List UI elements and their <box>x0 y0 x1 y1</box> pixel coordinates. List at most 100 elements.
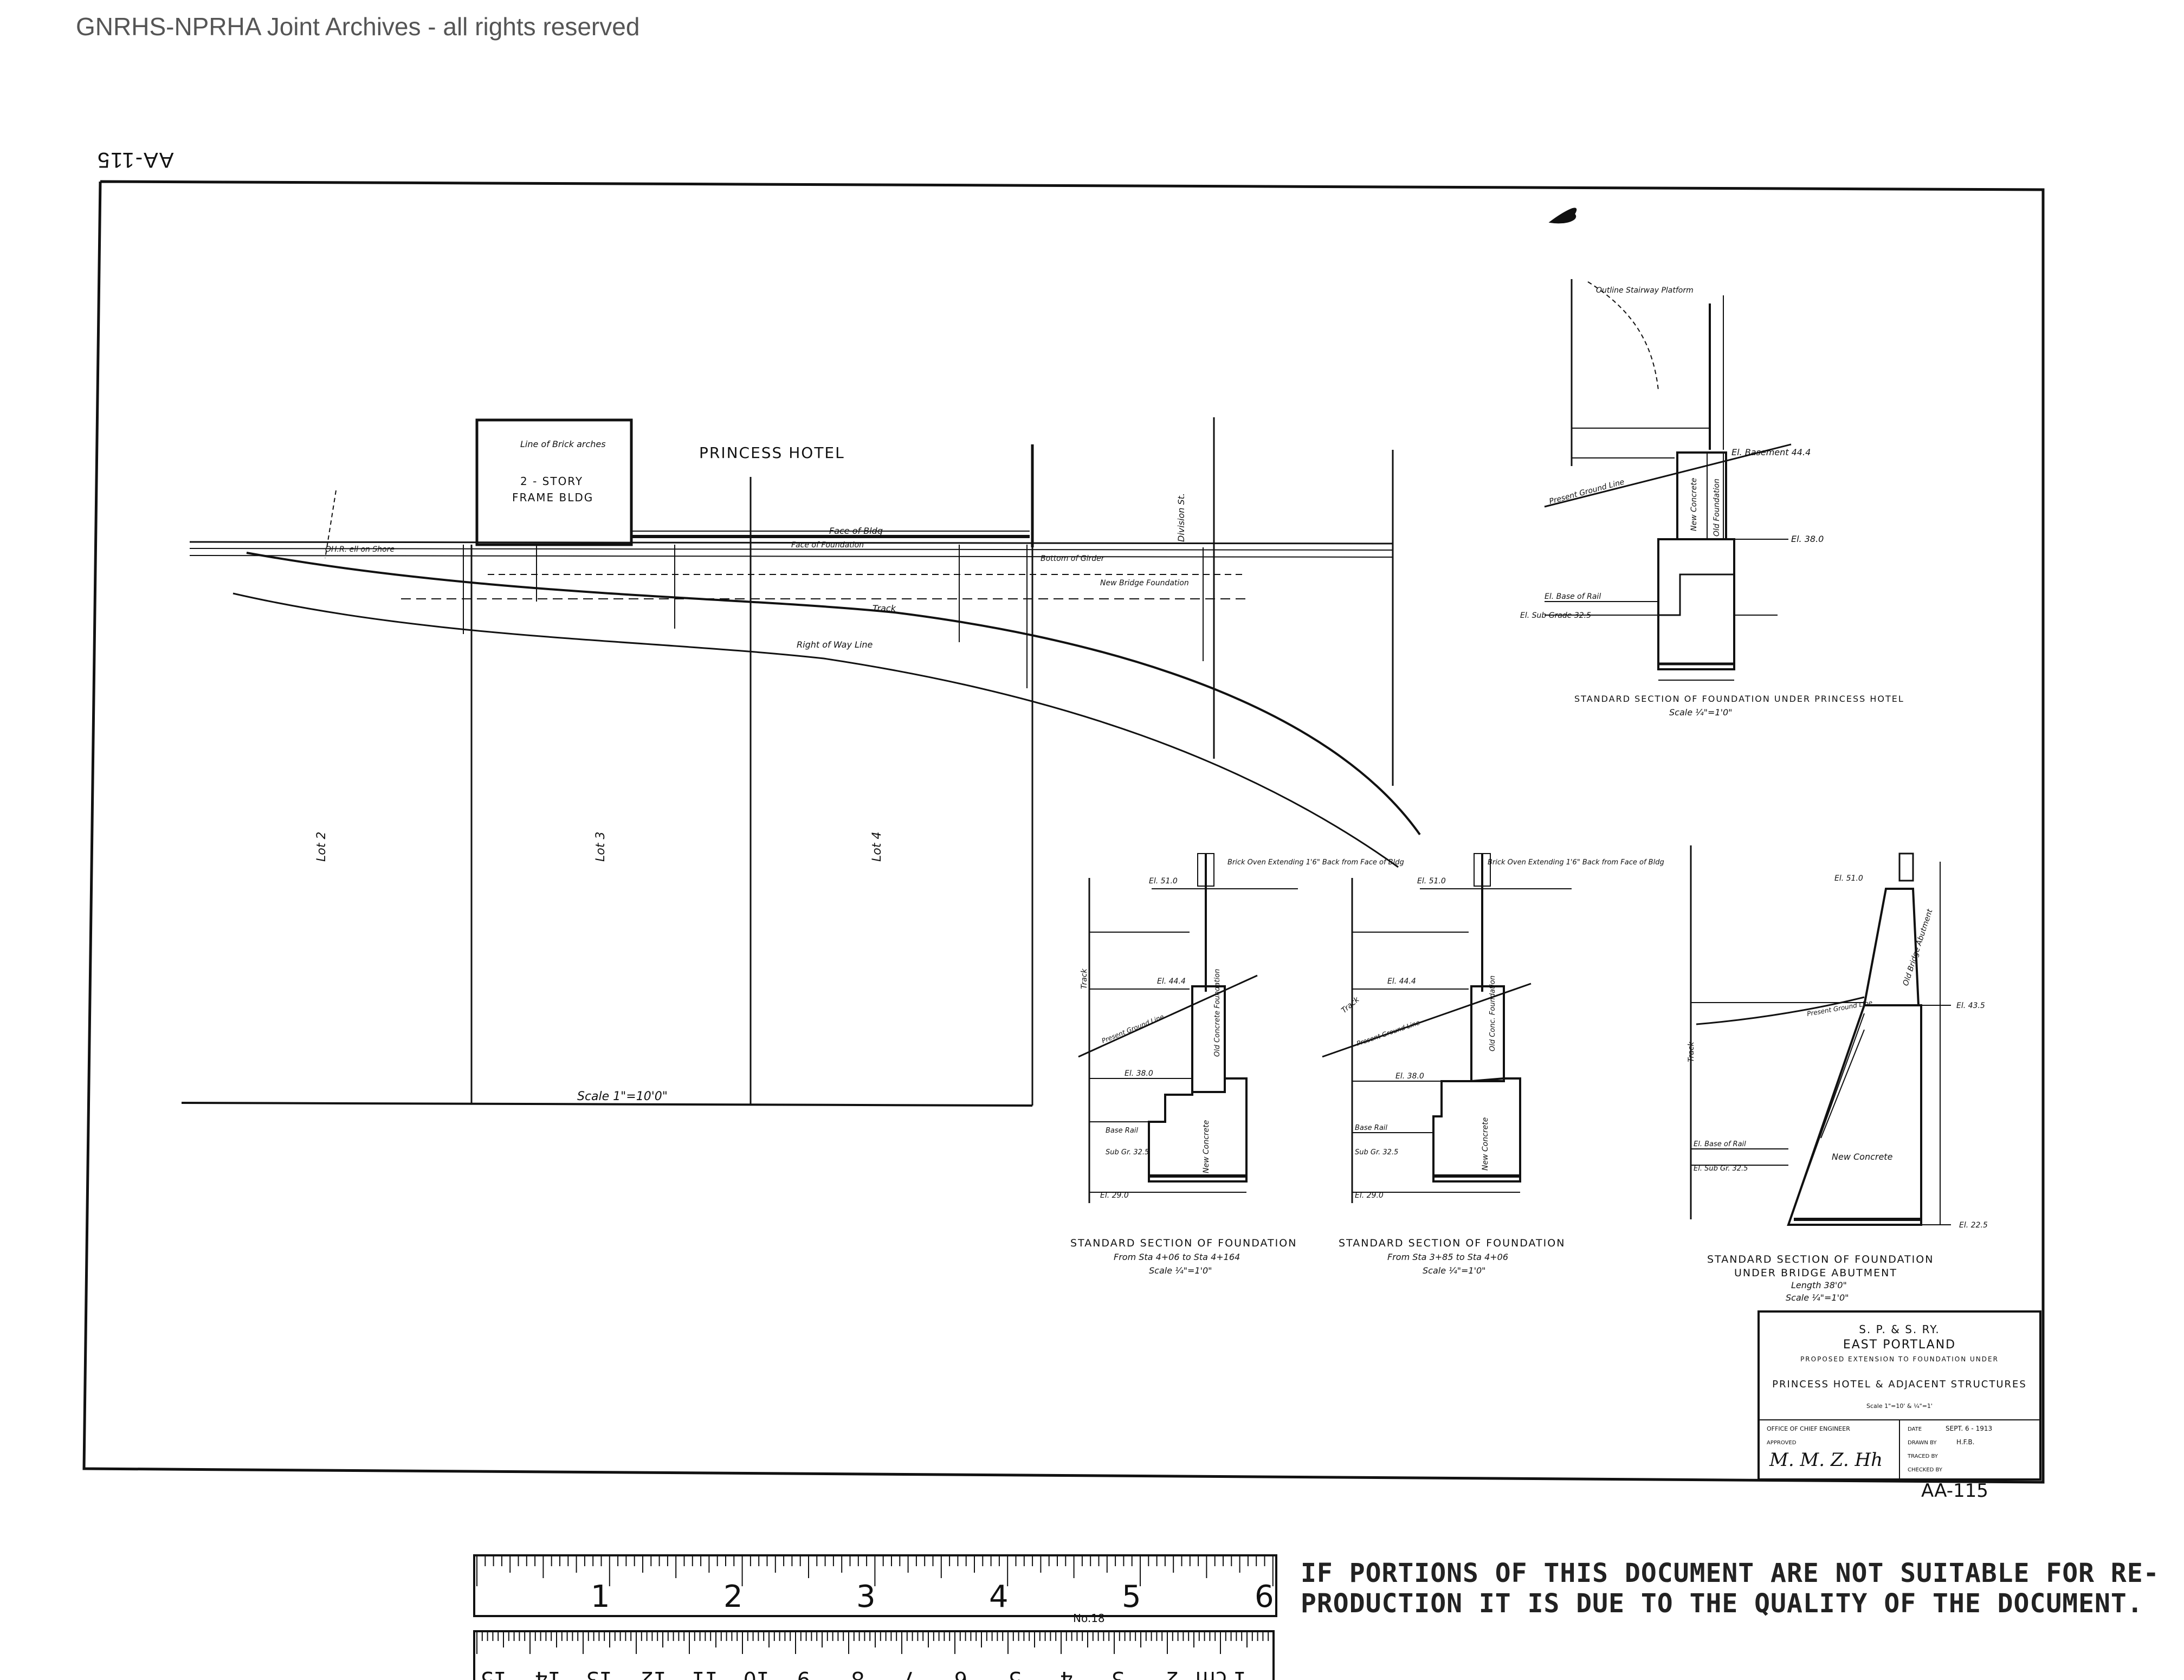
section-a-ground-line: Present Ground Line <box>1101 1013 1165 1045</box>
hotel-sub-grade-label: El. Sub Grade 32.5 <box>1520 611 1591 620</box>
title-drawn-label: DRAWN BY <box>1908 1440 1937 1446</box>
ruler-cm-12: 12 <box>641 1667 667 1680</box>
section-a-labels: Brick Oven Extending 1'6" Back from Face… <box>1070 858 1404 1276</box>
division-st-label: Division St. <box>1176 493 1186 542</box>
new-bridge-foundation-label: New Bridge Foundation <box>1100 579 1189 587</box>
section-a-el-top: El. 51.0 <box>1149 877 1178 886</box>
section-a-track: Track <box>1080 968 1089 989</box>
hotel-new-concrete-label: New Concrete <box>1690 478 1698 531</box>
section-c-sub-gr: El. Sub Gr. 32.5 <box>1694 1165 1748 1173</box>
section-hotel-labels: Outline Stairway Platform El. Basement 4… <box>1520 286 1904 718</box>
section-a-caption-2: From Sta 4+06 to Sta 4+164 <box>1114 1252 1240 1262</box>
hotel-outline-label: Outline Stairway Platform <box>1596 286 1694 295</box>
hotel-ground-line-label: Present Ground Line <box>1548 477 1625 506</box>
section-b-el-top: El. 51.0 <box>1417 877 1446 886</box>
ruler-cm-labels: 1 cm 2 3 4 5 6 7 8 9 10 11 12 13 14 15 <box>481 1667 1246 1680</box>
hotel-el-38-label: El. 38.0 <box>1791 534 1824 544</box>
stamp-line-2: PRODUCTION IT IS DUE TO THE QUALITY OF T… <box>1301 1588 2143 1619</box>
section-b-sub-gr: Sub Gr. 32.5 <box>1355 1148 1398 1156</box>
section-b-caption-1: STANDARD SECTION OF FOUNDATION <box>1339 1237 1565 1249</box>
ruler-cm-11: 11 <box>692 1667 718 1680</box>
section-b-caption-2: From Sta 3+85 to Sta 4+06 <box>1387 1252 1508 1262</box>
hotel-base-of-rail-label: El. Base of Rail <box>1545 592 1601 601</box>
ruler-cm-6: 6 <box>954 1667 967 1680</box>
title-railway: S. P. & S. RY. <box>1859 1323 1940 1336</box>
section-c-track: Track <box>1687 1042 1696 1062</box>
section-a-sub-gr: Sub Gr. 32.5 <box>1106 1148 1149 1156</box>
sheet-border <box>82 180 2045 1484</box>
track-label: Track <box>873 603 896 613</box>
section-hotel-drawing <box>1544 208 1792 681</box>
section-a-base-rail: Base Rail <box>1106 1127 1138 1135</box>
ruler-inch-1: 1 <box>591 1579 610 1614</box>
section-b-old-concrete: Old Conc. Foundation <box>1489 975 1497 1051</box>
section-c-caption-3: Length 38'0" <box>1791 1280 1847 1290</box>
section-b-el-44: El. 44.4 <box>1387 977 1416 986</box>
ruler-cm-10: 10 <box>744 1667 770 1680</box>
section-b-top-label: Brick Oven Extending 1'6" Back from Face… <box>1488 858 1664 867</box>
section-c-el-44: El. 43.5 <box>1956 1001 1985 1010</box>
hotel-basement-label: El. Basement 44.4 <box>1731 447 1811 457</box>
section-a-top-label: Brick Oven Extending 1'6" Back from Face… <box>1227 858 1404 867</box>
frame-building-label-1: 2 - STORY <box>520 475 583 488</box>
hotel-section-caption: STANDARD SECTION OF FOUNDATION UNDER PRI… <box>1574 694 1904 704</box>
measuring-ruler <box>473 1554 1277 1680</box>
ruler-cm-7: 7 <box>903 1667 916 1680</box>
section-b-labels: Brick Oven Extending 1'6" Back from Face… <box>1339 858 1664 1276</box>
plan-labels: PRINCESS HOTEL 2 - STORY FRAME BLDG Line… <box>315 439 1189 1103</box>
section-c-base-of-rail: El. Base of Rail <box>1694 1140 1746 1148</box>
face-of-foundation-label: Face of Foundation <box>791 541 864 550</box>
bottom-of-girder-label: Bottom of Girder <box>1041 554 1105 563</box>
section-b-el-38: El. 38.0 <box>1395 1072 1424 1081</box>
ruler-cm-14: 14 <box>535 1667 561 1680</box>
title-proposed: PROPOSED EXTENSION TO FOUNDATION UNDER <box>1800 1355 1999 1363</box>
ruler-cm-15: 15 <box>481 1667 507 1680</box>
line-of-brick-arches-label: Line of Brick arches <box>520 439 606 449</box>
title-approved-label: APPROVED <box>1767 1440 1797 1446</box>
sheet-number-bottom: AA-115 <box>1921 1480 1988 1502</box>
face-of-bldg-label: Face of Bldg <box>829 526 883 536</box>
ruler-cm-3: 3 <box>1112 1667 1125 1680</box>
section-b-base-rail: Base Rail <box>1355 1124 1387 1132</box>
section-a-drawing <box>1078 853 1298 1203</box>
ruler-cm-4: 4 <box>1060 1667 1073 1680</box>
section-a-el-38: El. 38.0 <box>1125 1069 1153 1078</box>
ruler-inch-labels: 1 2 3 4 5 6 No.18 <box>591 1579 1274 1625</box>
section-b-new-concrete: New Concrete <box>1481 1117 1490 1171</box>
archive-notice: GNRHS-NPRHA Joint Archives - all rights … <box>76 12 640 41</box>
ruler-cm-1: 1 cm <box>1196 1667 1246 1680</box>
title-scale: Scale 1"=10' & ¼"=1' <box>1866 1403 1933 1410</box>
ruler-inch-4: 4 <box>989 1579 1009 1614</box>
ruler-inch-6: 6 <box>1255 1579 1274 1614</box>
title-subject: PRINCESS HOTEL & ADJACENT STRUCTURES <box>1772 1379 2027 1390</box>
title-drawn-value: H.F.B. <box>1956 1438 1974 1446</box>
section-b-ground-line: Present Ground Line <box>1355 1019 1420 1048</box>
title-block <box>1757 1310 2041 1481</box>
lot-4-label: Lot 4 <box>870 832 884 862</box>
section-c-caption-1: STANDARD SECTION OF FOUNDATION <box>1707 1253 1934 1265</box>
section-b-caption-3: Scale ¼"=1'0" <box>1423 1265 1486 1276</box>
section-b-drawing <box>1322 853 1572 1203</box>
ruler-inch-5: 5 <box>1122 1579 1141 1614</box>
title-date-value: SEPT. 6 - 1913 <box>1946 1425 1992 1432</box>
lot-2-label: Lot 2 <box>315 832 328 862</box>
existing-grade-label: OH.R. ell on Shore <box>325 545 395 554</box>
section-a-new-concrete: New Concrete <box>1202 1120 1211 1173</box>
ruler-cm-5: 5 <box>1009 1667 1022 1680</box>
section-c-caption-4: Scale ¼"=1'0" <box>1786 1293 1849 1303</box>
section-a-el-44: El. 44.4 <box>1157 977 1186 986</box>
title-signature: M. M. Z. Hh <box>1769 1449 1883 1471</box>
title-checked-label: CHECKED BY <box>1908 1467 1943 1473</box>
reproduction-quality-stamp: IF PORTIONS OF THIS DOCUMENT ARE NOT SUI… <box>1301 1558 2159 1619</box>
plan-scale-label: Scale 1"=10'0" <box>577 1090 668 1103</box>
section-c-el-top: El. 51.0 <box>1834 874 1863 883</box>
ruler-inch-2: 2 <box>723 1579 743 1614</box>
section-a-el-29: El. 29.0 <box>1100 1191 1129 1200</box>
ruler-cm-9: 9 <box>797 1667 810 1680</box>
section-c-new-concrete: New Concrete <box>1832 1152 1893 1162</box>
ruler-inch-3: 3 <box>856 1579 876 1614</box>
ruler-cm-13: 13 <box>586 1667 612 1680</box>
title-traced-label: TRACED BY <box>1907 1453 1939 1459</box>
title-office: OFFICE OF CHIEF ENGINEER <box>1767 1425 1850 1432</box>
section-a-caption-3: Scale ¼"=1'0" <box>1149 1265 1212 1276</box>
